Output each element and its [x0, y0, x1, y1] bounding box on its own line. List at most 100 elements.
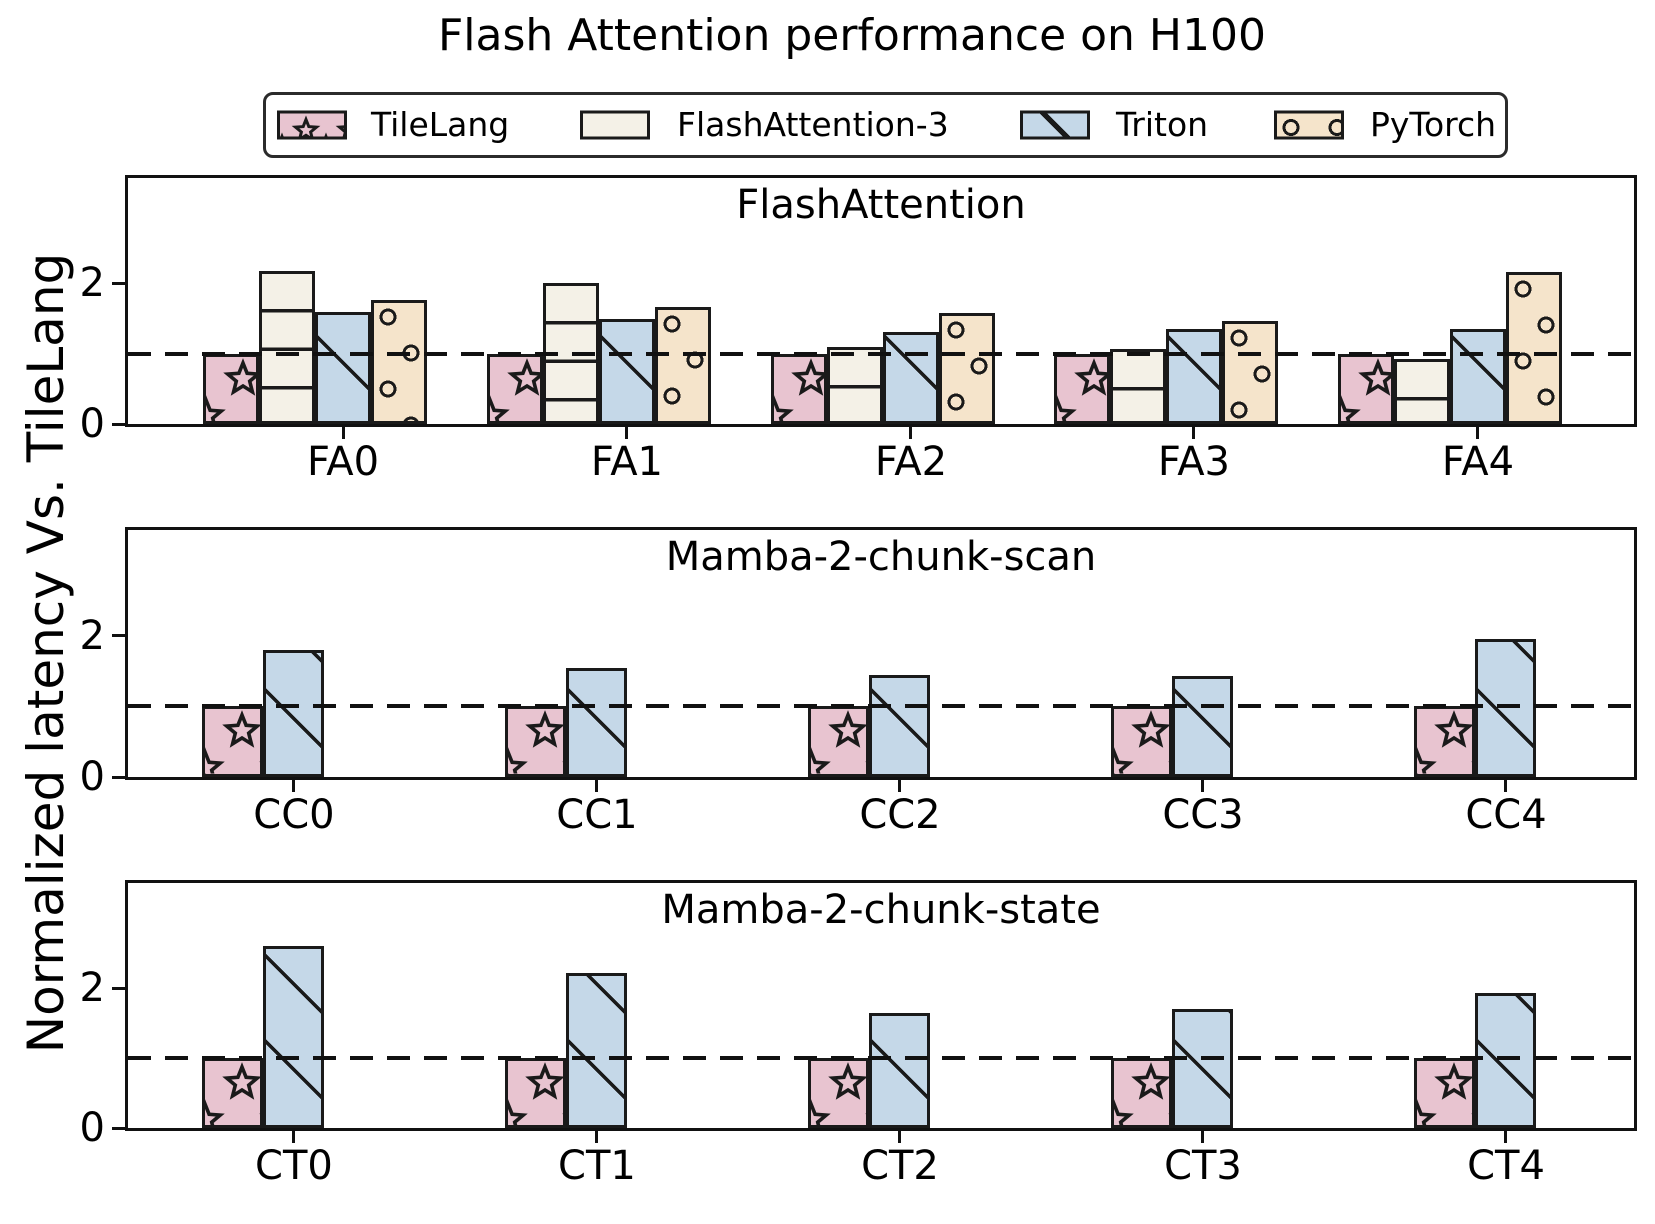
bar-triton-fa0: [315, 311, 372, 424]
star-hatch-icon: [205, 709, 261, 774]
x-tick-mark-ct4: [1504, 1131, 1508, 1143]
star-hatch-icon: [508, 1061, 564, 1125]
x-tick-label-cc2: CC2: [859, 792, 941, 838]
star-hatch-icon: [489, 356, 540, 421]
star-hatch-icon: [205, 1061, 261, 1125]
bar-tilelang-ct1: [505, 1058, 567, 1128]
x-tick-mark-fa4: [1476, 427, 1480, 439]
subplot-title-mamba-2-chunk-state: Mamba-2-chunk-state: [661, 887, 1101, 933]
y-tick-mark-2: [112, 986, 125, 990]
x-tick-mark-cc2: [898, 780, 902, 792]
bar-triton-fa1: [598, 318, 655, 424]
y-tick-label-2: 2: [79, 260, 105, 307]
star-hatch-icon: [1417, 1061, 1473, 1125]
bar-tilelang-cc4: [1414, 706, 1476, 777]
x-tick-label-fa4: FA4: [1441, 439, 1515, 485]
y-tick-mark-0: [112, 422, 125, 426]
star-hatch-icon: [206, 356, 257, 421]
star-hatch-icon: [811, 709, 867, 774]
x-tick-label-cc4: CC4: [1465, 792, 1547, 838]
x-tick-label-fa0: FA0: [306, 439, 380, 485]
y-tick-mark-2: [112, 281, 125, 285]
x-tick-label-ct1: CT1: [558, 1143, 636, 1189]
bar-triton-cc0: [263, 649, 325, 777]
reference-line: [128, 1056, 1634, 1060]
subplot-mamba-2-chunk-state: Mamba-2-chunk-state: [125, 880, 1637, 1131]
bar-flashattention-3-fa4: [1393, 359, 1450, 424]
bar-triton-ct1: [566, 972, 628, 1128]
y-tick-mark-0: [112, 775, 125, 779]
bar-triton-ct4: [1475, 992, 1537, 1128]
bar-pytorch-fa2: [938, 312, 995, 424]
x-tick-label-cc3: CC3: [1162, 792, 1244, 838]
bar-tilelang-ct3: [1111, 1058, 1173, 1128]
bar-triton-ct3: [1172, 1009, 1234, 1128]
x-tick-mark-ct3: [1201, 1131, 1205, 1143]
subplot-title-flashattention: FlashAttention: [736, 182, 1026, 228]
bar-pytorch-fa0: [371, 300, 428, 424]
bar-triton-cc2: [869, 674, 931, 777]
bar-triton-cc1: [566, 667, 628, 777]
legend-swatch-flashattention-3: [580, 110, 650, 140]
bar-tilelang-ct4: [1414, 1058, 1476, 1128]
bar-tilelang-fa1: [486, 353, 543, 424]
reference-line: [128, 351, 1634, 356]
bar-pytorch-fa3: [1221, 321, 1278, 424]
x-tick-label-fa1: FA1: [590, 439, 664, 485]
bar-pytorch-fa1: [654, 307, 711, 424]
x-tick-mark-cc0: [292, 780, 296, 792]
star-hatch-icon: [1417, 709, 1473, 774]
bar-tilelang-fa3: [1053, 353, 1110, 424]
bar-flashattention-3-fa0: [259, 270, 316, 424]
x-tick-mark-ct2: [898, 1131, 902, 1143]
star-hatch-icon: [508, 709, 564, 774]
y-tick-label-0: 0: [79, 754, 105, 800]
x-tick-label-ct0: CT0: [255, 1143, 333, 1189]
legend-swatch-tilelang: [277, 110, 347, 140]
bar-triton-fa2: [882, 331, 939, 424]
star-hatch-icon: [280, 113, 344, 137]
x-tick-mark-fa3: [1192, 427, 1196, 439]
star-hatch-icon: [773, 356, 824, 421]
x-tick-mark-fa2: [909, 427, 913, 439]
bar-pytorch-fa4: [1505, 272, 1562, 424]
bar-triton-ct2: [869, 1012, 931, 1128]
y-tick-label-0: 0: [79, 1105, 105, 1151]
y-tick-label-0: 0: [79, 401, 105, 447]
legend-label-pytorch: PyTorch: [1370, 105, 1497, 144]
x-tick-mark-cc1: [595, 780, 599, 792]
bar-tilelang-ct0: [202, 1058, 264, 1128]
x-tick-mark-fa0: [341, 427, 345, 439]
legend-label-flashattention-3: FlashAttention-3: [677, 105, 949, 144]
x-tick-mark-cc4: [1504, 780, 1508, 792]
bar-flashattention-3-fa3: [1109, 348, 1166, 424]
reference-line: [128, 704, 1634, 709]
x-tick-label-ct2: CT2: [861, 1143, 939, 1189]
subplot-title-mamba-2-chunk-scan: Mamba-2-chunk-scan: [665, 534, 1097, 580]
star-hatch-icon: [811, 1061, 867, 1125]
y-tick-label-2: 2: [79, 612, 105, 659]
legend-swatch-pytorch: [1274, 110, 1344, 140]
bar-triton-fa4: [1449, 329, 1506, 424]
x-tick-mark-ct0: [292, 1131, 296, 1143]
y-tick-label-2: 2: [79, 965, 105, 1011]
x-tick-mark-ct1: [595, 1131, 599, 1143]
bar-triton-fa3: [1165, 329, 1222, 424]
bar-tilelang-fa0: [203, 353, 260, 424]
star-hatch-icon: [1114, 1061, 1170, 1125]
subplot-mamba-2-chunk-scan: Mamba-2-chunk-scan: [125, 527, 1637, 780]
bar-tilelang-fa2: [770, 353, 827, 424]
figure-title: Flash Attention performance on H100: [438, 10, 1266, 61]
bar-tilelang-cc0: [202, 706, 264, 777]
x-tick-label-fa3: FA3: [1157, 439, 1231, 485]
legend-swatch-triton: [1020, 110, 1090, 140]
bar-flashattention-3-fa2: [826, 346, 883, 424]
bar-tilelang-ct2: [808, 1058, 870, 1128]
bar-tilelang-fa4: [1337, 353, 1394, 424]
bar-tilelang-cc2: [808, 706, 870, 777]
bar-tilelang-cc1: [505, 706, 567, 777]
x-tick-mark-cc3: [1201, 780, 1205, 792]
bar-tilelang-cc3: [1111, 706, 1173, 777]
